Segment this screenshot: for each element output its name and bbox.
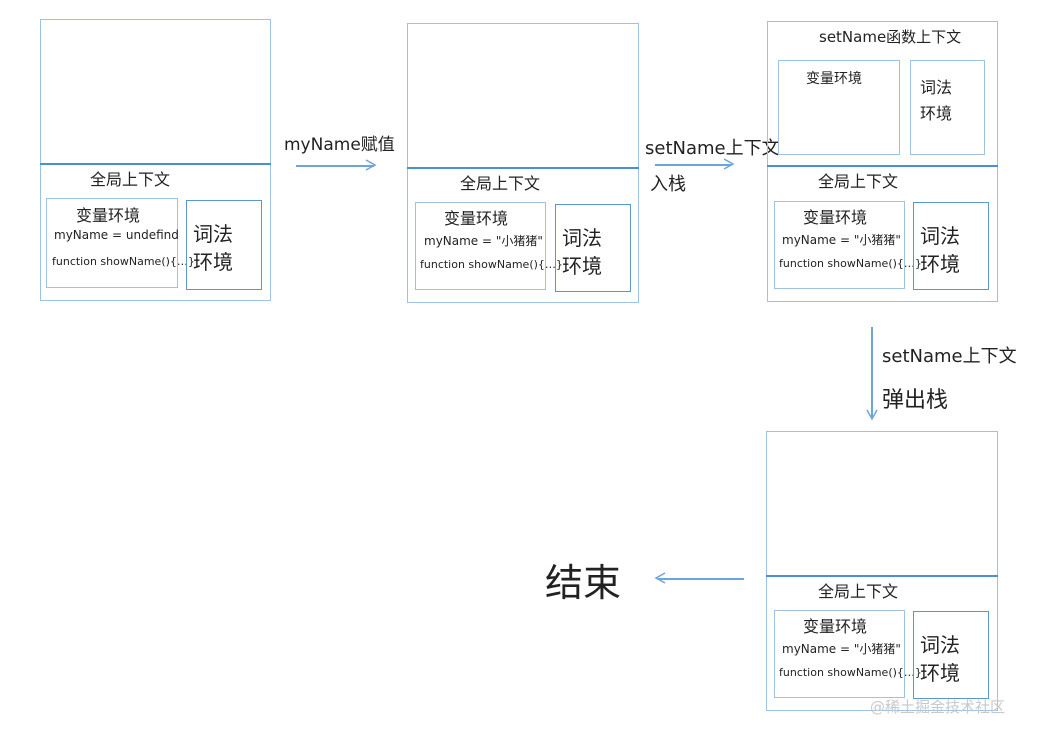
panel-2-lex-label-1: 词法 — [562, 226, 602, 250]
panel-3-lex-env — [913, 202, 989, 290]
panel-3-var-env-label: 变量环境 — [803, 208, 868, 227]
panel-3-func-lex-label-1: 词法 — [920, 78, 953, 97]
arrow-2-label-1: setName上下文 — [645, 138, 780, 159]
panel-1-lex-env — [186, 200, 262, 290]
panel-3-func-var-env — [778, 60, 900, 155]
panel-4-lex-label-2: 环境 — [920, 661, 960, 685]
arrow-4-head-icon — [654, 572, 666, 584]
arrow-2-label-2: 入栈 — [650, 174, 686, 195]
watermark: @稀土掘金技术社区 — [870, 698, 1006, 716]
panel-4 — [766, 431, 998, 711]
panel-3-func-label: setName函数上下文 — [819, 28, 962, 46]
panel-3-var-line1: myName = "小猪猪" — [782, 233, 901, 247]
panel-4-var-env-label: 变量环境 — [803, 617, 868, 636]
panel-2-lex-label-2: 环境 — [562, 254, 602, 278]
arrow-1-head-icon — [365, 159, 377, 171]
panel-1-var-line2: function showName(){…} — [52, 255, 195, 268]
panel-1-var-env — [46, 198, 178, 288]
arrow-3-head-icon — [866, 409, 878, 421]
arrow-3-line — [871, 327, 873, 417]
panel-1-divider — [40, 163, 271, 165]
panel-2-var-line2: function showName(){…} — [420, 258, 563, 271]
panel-4-global-label: 全局上下文 — [818, 582, 899, 601]
arrow-4-line — [658, 578, 744, 580]
panel-3-global-label: 全局上下文 — [818, 172, 899, 191]
panel-3-lex-label-1: 词法 — [920, 224, 960, 248]
panel-1-lex-label-2: 环境 — [193, 250, 233, 274]
panel-3-func-lex-env — [910, 60, 985, 155]
panel-4-divider — [766, 575, 998, 577]
arrow-3-label-2: 弹出栈 — [882, 388, 949, 413]
arrow-1-line — [296, 165, 374, 167]
panel-3-divider — [767, 165, 998, 167]
panel-3-var-env — [774, 201, 905, 289]
panel-3-func-lex-label-2: 环境 — [920, 104, 953, 123]
panel-3-lex-label-2: 环境 — [920, 252, 960, 276]
panel-2-var-env-label: 变量环境 — [444, 209, 509, 228]
end-label: 结束 — [545, 561, 622, 605]
panel-3-func-var-env-label: 变量环境 — [806, 71, 862, 87]
panel-1-lex-label-1: 词法 — [193, 222, 233, 246]
panel-2-var-line1: myName = "小猪猪" — [424, 234, 543, 248]
panel-1-var-env-label: 变量环境 — [76, 206, 141, 225]
panel-2-global-label: 全局上下文 — [460, 174, 541, 193]
panel-4-var-line1: myName = "小猪猪" — [782, 642, 901, 656]
panel-1-global-label: 全局上下文 — [90, 170, 171, 189]
panel-1 — [40, 19, 271, 301]
arrow-2-head-icon — [723, 158, 735, 170]
panel-3-var-line2: function showName(){…} — [779, 257, 922, 270]
panel-2-divider — [407, 167, 639, 169]
panel-4-var-line2: function showName(){…} — [779, 666, 922, 679]
panel-3 — [767, 21, 998, 302]
panel-2-var-env — [415, 202, 546, 290]
panel-2 — [407, 23, 639, 303]
panel-4-lex-env — [913, 611, 989, 699]
arrow-1-label: myName赋值 — [284, 135, 395, 155]
panel-4-var-env — [774, 610, 905, 698]
panel-2-lex-env — [555, 204, 631, 292]
panel-1-var-line1: myName = undefind — [54, 228, 179, 242]
panel-4-lex-label-1: 词法 — [920, 633, 960, 657]
arrow-3-label-1: setName上下文 — [882, 346, 1017, 367]
arrow-2-line — [655, 164, 731, 166]
